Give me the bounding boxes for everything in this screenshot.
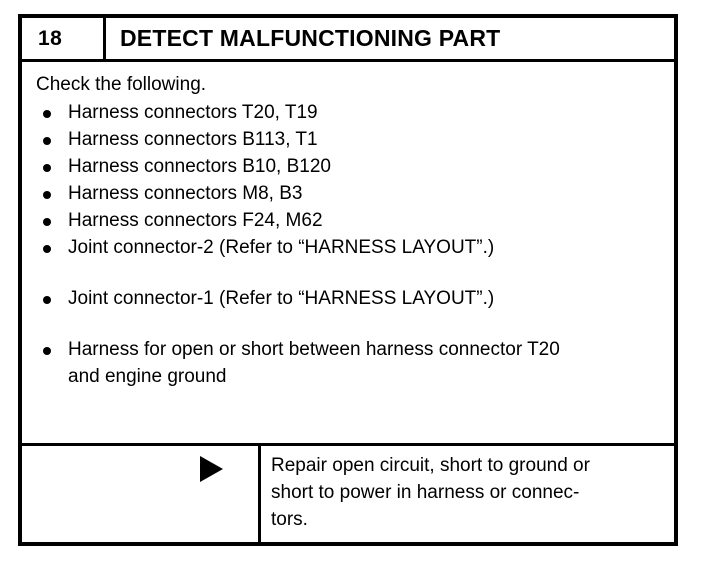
check-list-body: Check the following. Harness connectors … bbox=[22, 62, 674, 446]
bullet-dot-icon bbox=[43, 191, 51, 199]
bullet-dot-icon bbox=[43, 245, 51, 253]
step-number-cell: 18 bbox=[22, 18, 106, 59]
check-list-item-label: Harness connectors T20, T19 bbox=[68, 102, 318, 123]
check-list-item-label: Harness connectors M8, B3 bbox=[68, 183, 303, 204]
check-list-item: Harness for open or short between harnes… bbox=[36, 336, 674, 390]
check-list-item: Harness connectors T20, T19 bbox=[36, 99, 674, 126]
check-list-item-label: Joint connector-2 (Refer to “HARNESS LAY… bbox=[68, 237, 495, 258]
step-title: DETECT MALFUNCTIONING PART bbox=[120, 25, 501, 51]
check-list-item: Harness connectors M8, B3 bbox=[36, 180, 674, 207]
check-intro-text: Check the following. bbox=[36, 74, 207, 95]
diagnostic-step-box: 18 DETECT MALFUNCTIONING PART Check the … bbox=[18, 14, 678, 546]
bullet-dot-icon bbox=[43, 296, 51, 304]
bullet-dot-icon bbox=[43, 110, 51, 118]
action-arrow-cell bbox=[22, 446, 261, 542]
check-list-item: Harness connectors B10, B120 bbox=[36, 153, 674, 180]
check-list-item: Joint connector-2 (Refer to “HARNESS LAY… bbox=[36, 234, 674, 261]
action-instruction-text: Repair open circuit, short to ground or … bbox=[271, 455, 590, 530]
bullet-dot-icon bbox=[43, 137, 51, 145]
bullet-dot-icon bbox=[43, 218, 51, 226]
check-list-item-label: Harness connectors B10, B120 bbox=[68, 156, 331, 177]
action-text-cell: Repair open circuit, short to ground or … bbox=[261, 446, 674, 542]
check-list-item-label: Harness connectors B113, T1 bbox=[68, 129, 318, 150]
bullet-dot-icon bbox=[43, 164, 51, 172]
right-triangle-icon bbox=[200, 456, 223, 482]
check-list-item-label: Harness for open or short between harnes… bbox=[68, 339, 560, 387]
check-list-item: Harness connectors F24, M62 bbox=[36, 207, 674, 234]
step-title-cell: DETECT MALFUNCTIONING PART bbox=[106, 18, 674, 59]
check-list-item: Joint connector-1 (Refer to “HARNESS LAY… bbox=[36, 285, 674, 312]
check-list-item: Harness connectors B113, T1 bbox=[36, 126, 674, 153]
check-list-item-label: Joint connector-1 (Refer to “HARNESS LAY… bbox=[68, 288, 495, 309]
check-list-item-label: Harness connectors F24, M62 bbox=[68, 210, 323, 231]
action-row: Repair open circuit, short to ground or … bbox=[22, 446, 674, 542]
step-number: 18 bbox=[38, 27, 63, 50]
bullet-dot-icon bbox=[43, 347, 51, 355]
step-header-row: 18 DETECT MALFUNCTIONING PART bbox=[22, 18, 674, 62]
